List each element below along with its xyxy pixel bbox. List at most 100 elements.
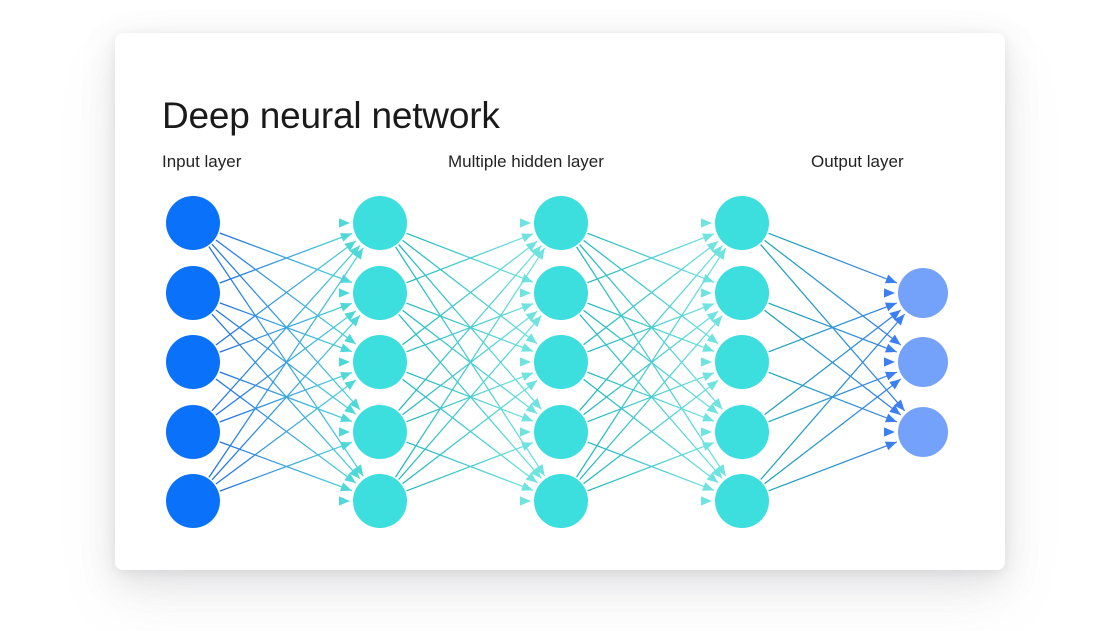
- node-input-1[interactable]: [166, 196, 220, 250]
- edge-arrowhead: [702, 233, 715, 243]
- node-hidden2-4[interactable]: [534, 405, 588, 459]
- layer-label-hidden: Multiple hidden layer: [448, 152, 604, 171]
- edge-arrowhead: [884, 288, 895, 298]
- node-input-4[interactable]: [166, 405, 220, 459]
- layer-label-input: Input layer: [162, 152, 242, 171]
- edge-arrowhead: [344, 472, 356, 484]
- edge-arrowhead: [344, 379, 356, 391]
- edge-arrowhead: [711, 397, 723, 410]
- edge-arrowhead: [884, 371, 897, 381]
- edge-arrowhead: [884, 274, 897, 284]
- edge-arrowhead: [520, 218, 531, 228]
- node-output-3[interactable]: [898, 407, 948, 457]
- edge-arrowhead: [339, 218, 350, 228]
- node-input-2[interactable]: [166, 266, 220, 320]
- node-hidden2-1[interactable]: [534, 196, 588, 250]
- network-edge: [402, 378, 538, 484]
- edge-arrowhead: [349, 245, 360, 257]
- edge-arrowhead: [701, 357, 712, 367]
- network-edge: [211, 244, 361, 412]
- network-edge: [764, 378, 902, 485]
- edge-arrowhead: [521, 412, 534, 422]
- edge-arrowhead: [339, 482, 352, 492]
- edge-arrowhead: [353, 247, 364, 260]
- network-edge: [576, 246, 727, 477]
- network-edge: [583, 378, 719, 484]
- node-hidden2-3[interactable]: [534, 335, 588, 389]
- edge-arrowhead: [525, 472, 538, 483]
- edge-arrowhead: [339, 343, 352, 353]
- edge-arrowhead: [884, 441, 897, 451]
- node-input-3[interactable]: [166, 335, 220, 389]
- edge-arrowhead: [701, 218, 712, 228]
- diagram-card: Deep neural network Input layer Multiple…: [115, 33, 1005, 570]
- network-edge: [395, 246, 546, 477]
- edge-arrowhead: [893, 314, 905, 326]
- network-edge: [583, 240, 719, 346]
- node-output-2[interactable]: [898, 337, 948, 387]
- node-hidden1-2[interactable]: [353, 266, 407, 320]
- network-edge: [768, 441, 898, 492]
- edge-arrowhead: [520, 288, 531, 298]
- edge-arrowhead: [706, 403, 719, 414]
- node-hidden3-4[interactable]: [715, 405, 769, 459]
- edge-arrowhead: [530, 315, 542, 327]
- edge-arrowhead: [344, 403, 356, 415]
- edge-arrowhead: [711, 467, 723, 479]
- edge-arrowhead: [339, 357, 350, 367]
- edge-arrowhead: [525, 380, 538, 391]
- edge-arrowhead: [349, 315, 360, 327]
- network-edge: [215, 379, 357, 485]
- network-edge: [402, 379, 538, 485]
- edge-arrowhead: [339, 372, 352, 381]
- edge-arrowhead: [344, 333, 356, 345]
- edge-arrowhead: [521, 343, 533, 352]
- network-edge: [395, 247, 546, 478]
- node-output-1[interactable]: [898, 268, 948, 318]
- network-edge: [768, 232, 898, 284]
- network-edge: [219, 441, 353, 492]
- edge-arrowhead: [884, 343, 897, 353]
- edge-arrowhead: [893, 399, 905, 411]
- edge-arrowhead: [521, 303, 533, 312]
- edge-arrowhead: [520, 357, 531, 367]
- edge-arrowhead: [530, 397, 542, 410]
- edge-arrowhead: [339, 441, 352, 451]
- edge-arrowhead: [889, 379, 901, 390]
- edge-arrowhead: [339, 233, 352, 242]
- network-edge: [215, 240, 357, 346]
- node-hidden1-3[interactable]: [353, 335, 407, 389]
- node-hidden1-1[interactable]: [353, 196, 407, 250]
- edge-arrowhead: [701, 288, 712, 298]
- node-hidden2-5[interactable]: [534, 474, 588, 528]
- edge-arrowhead: [884, 302, 897, 312]
- node-hidden3-3[interactable]: [715, 335, 769, 389]
- edge-arrowhead: [339, 288, 350, 298]
- network-edge: [583, 379, 719, 485]
- edge-arrowhead: [884, 413, 897, 423]
- edge-arrowhead: [525, 403, 538, 414]
- network-edge: [583, 239, 719, 345]
- edge-arrowhead: [339, 413, 352, 422]
- edge-arrowhead: [521, 442, 533, 451]
- node-hidden3-5[interactable]: [715, 474, 769, 528]
- edge-arrowhead: [530, 467, 542, 479]
- edge-arrowhead: [889, 404, 901, 415]
- node-hidden1-4[interactable]: [353, 405, 407, 459]
- neural-network-graph: [166, 196, 948, 528]
- node-hidden1-5[interactable]: [353, 474, 407, 528]
- network-edge: [406, 442, 534, 492]
- node-hidden2-2[interactable]: [534, 266, 588, 320]
- edge-arrowhead: [525, 241, 538, 252]
- edge-arrowhead: [702, 343, 714, 352]
- network-edge: [398, 315, 542, 480]
- node-input-5[interactable]: [166, 474, 220, 528]
- node-hidden3-2[interactable]: [715, 266, 769, 320]
- edge-arrowhead: [534, 464, 545, 476]
- edge-arrowhead: [525, 333, 538, 344]
- edge-arrowhead: [884, 357, 895, 367]
- edge-arrowhead: [349, 398, 360, 410]
- network-edge: [764, 309, 902, 416]
- node-hidden3-1[interactable]: [715, 196, 769, 250]
- edge-arrowhead: [521, 372, 534, 382]
